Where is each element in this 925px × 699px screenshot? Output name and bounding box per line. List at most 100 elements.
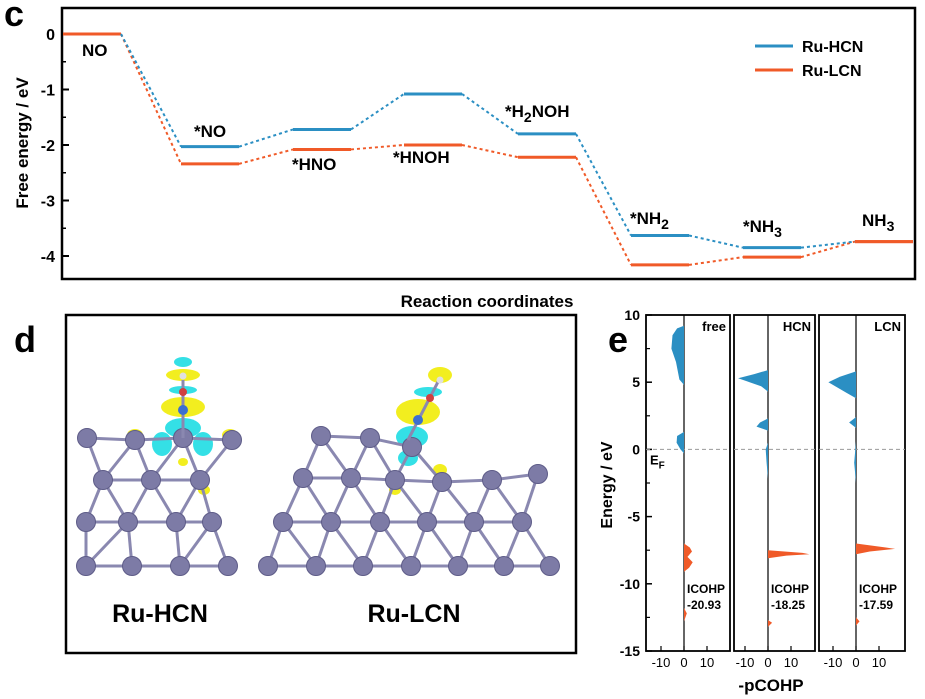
step-label: NH3 [862,211,895,234]
chart-e-y-tick-label: -15 [620,643,640,659]
legend-label-lcn: Ru-LCN [802,63,862,80]
pcohp-bonding-area [828,371,856,399]
pcohp-antibonding-area [856,543,896,555]
pcohp-bonding-area [849,417,856,428]
legend-label-hcn: Ru-HCN [802,39,863,56]
pcohp-panel-lcn [818,314,906,652]
chart-c-frame [60,6,917,281]
pcohp-antibonding-area [768,550,810,559]
connector-ru-lcn [350,144,405,151]
step-label: NO [82,41,108,60]
structure-label-lcn: Ru-LCN [367,600,460,628]
ru-atom [482,470,502,490]
connector-ru-hcn [350,93,405,131]
step-label: *NH3 [743,217,782,240]
ru-atom [76,556,96,576]
ru-lattice [76,426,560,576]
chart-e-x-tick-label: 0 [764,655,771,670]
ru-atom [273,512,293,532]
ru-atom [190,470,210,490]
icohp-value: -18.25 [771,598,805,612]
ru-atom [141,470,161,490]
chart-e-y-tick-label: 5 [632,374,640,390]
connector-ru-lcn [800,240,856,259]
chart-e-x-tick-label: -10 [824,655,843,670]
adsorbate-hcn [178,372,188,438]
step-label: *NO [194,122,226,141]
ru-atom [401,556,421,576]
ru-atom [385,470,405,490]
pcohp-bonding-area [756,418,768,431]
ru-atom [311,426,331,446]
step-label: *H2NOH [505,102,569,125]
fermi-label: EF [650,452,665,471]
icohp-label: ICOHP [859,582,897,596]
ru-atom [202,512,222,532]
ru-atom [170,556,190,576]
ru-atom [494,556,514,576]
chart-e-x-tick-label: -10 [652,655,671,670]
panel-label-c: c [4,0,24,34]
chart-e-x-tick-label: 0 [680,655,687,670]
ru-atom [76,512,96,532]
ru-atom [417,512,437,532]
chart-c-x-label: Reaction coordinates [401,292,574,311]
connector-ru-hcn [238,128,294,148]
chart-c-y-tick-label: -2 [41,138,55,155]
ru-atom [258,556,278,576]
chart-e-y-tick-label: 0 [632,441,640,457]
ru-atom [448,556,468,576]
ru-atom [540,556,560,576]
step-label: *NH2 [630,209,669,232]
ru-bond [84,520,130,568]
ru-atom [360,428,380,448]
connector-ru-lcn [120,33,182,165]
chart-c-y-axis: 0-1-2-3-4 [41,27,69,266]
chart-e-y-tick-label: -5 [628,509,641,525]
pcohp-bonding-area [738,370,768,392]
ru-atom [353,556,373,576]
connector-ru-hcn [120,33,182,148]
chart-e-y-tick-label: 10 [624,307,640,323]
pcohp-panel-title: HCN [783,319,811,334]
ru-atom [293,468,313,488]
connector-ru-hcn [575,133,632,236]
pcohp-panel-hcn [733,314,816,652]
chart-c-legend: Ru-HCN Ru-LCN [755,39,863,80]
ru-atom [402,437,422,457]
ru-atom [218,556,238,576]
ru-atom [118,512,138,532]
pcohp-panel-free [645,314,731,652]
pcohp-bonding-area [671,325,684,385]
structure-label-hcn: Ru-HCN [112,600,208,628]
pcohp-bonding-area [854,441,856,483]
pcohp-panel-title: free [702,319,726,334]
panel-label-e: e [608,319,628,360]
pcohp-antibonding-area [768,620,773,627]
ru-atom [122,556,142,576]
ru-atom [432,472,452,492]
connector-ru-hcn [688,234,744,249]
ru-atom [370,512,390,532]
ru-atom [341,468,361,488]
connector-ru-lcn [688,256,744,266]
ru-atom [512,512,532,532]
chart-e-x-tick-label: 10 [784,655,798,670]
pcohp-antibonding-area [684,543,693,572]
pcohp-bonding-area [765,442,768,479]
icohp-value: -17.59 [859,598,893,612]
chart-e-x-label: -pCOHP [738,676,803,695]
step-label: *HNO [292,155,336,174]
ru-atom [464,512,484,532]
chart-e-x-tick-label: 10 [700,655,714,670]
chart-c-series [63,32,913,267]
adsorbate-lcn [406,376,444,441]
ru-atom [125,430,145,450]
chart-e-x-tick-label: 0 [852,655,859,670]
chart-e-y-tick-label: -10 [620,576,640,592]
chart-c-y-tick-label: -4 [41,249,55,266]
pcohp-antibonding-area [684,608,687,622]
ru-atom [77,428,97,448]
